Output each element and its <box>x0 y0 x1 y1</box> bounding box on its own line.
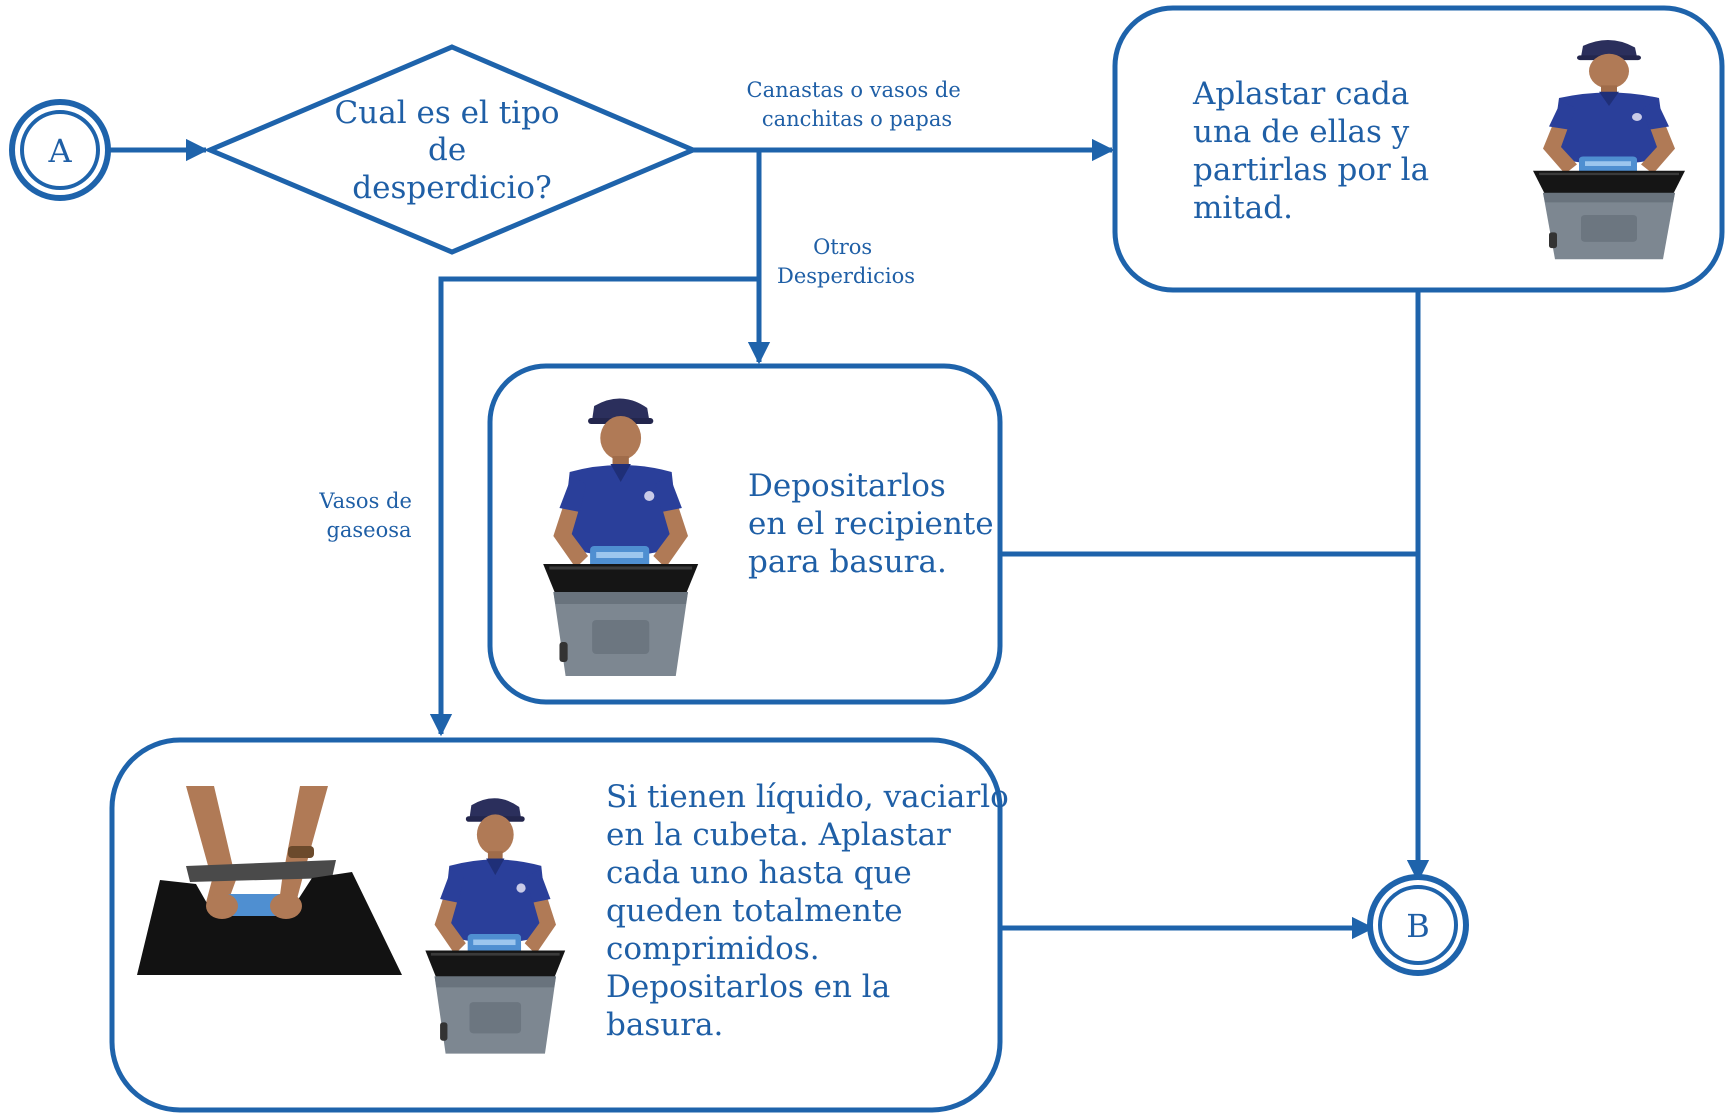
step-depositar-text: Depositarlos en el recipiente para basur… <box>748 468 1003 580</box>
step-aplastar-box: Aplastar cada una de ellas y partirlas p… <box>1112 5 1725 293</box>
decision-line-3: desperdicio? <box>352 170 551 206</box>
end-connector: B <box>1367 874 1469 976</box>
decision-question: Cual es el tipo de desperdicio? <box>335 95 570 206</box>
step-vaciar-text: Si tienen líquido, vaciarlo en la cubeta… <box>606 779 1019 1043</box>
decision-diamond: Cual es el tipo de desperdicio? <box>203 44 700 255</box>
branch-label-canastas: Canastas o vasos de canchitas o papas <box>747 78 968 131</box>
end-connector-label: B <box>1406 907 1430 945</box>
step-vaciar-box: Si tienen líquido, vaciarlo en la cubeta… <box>109 737 1019 1113</box>
decision-line-1: Cual es el tipo <box>335 95 560 131</box>
branch-label-otros: Otros Desperdicios <box>777 235 915 288</box>
arrow-vasos-to-vaciar <box>429 276 759 737</box>
hands-crushing-photo <box>137 786 402 975</box>
step-depositar-box: Depositarlos en el recipiente para basur… <box>487 363 1003 705</box>
branch-label-vasos: Vasos de gaseosa <box>318 489 418 542</box>
start-connector: A <box>9 99 111 201</box>
decision-line-2: de <box>428 132 466 168</box>
start-connector-label: A <box>47 132 72 170</box>
step-aplastar-text: Aplastar cada una de ellas y partirlas p… <box>1192 76 1439 226</box>
connector-lines <box>110 138 1430 940</box>
